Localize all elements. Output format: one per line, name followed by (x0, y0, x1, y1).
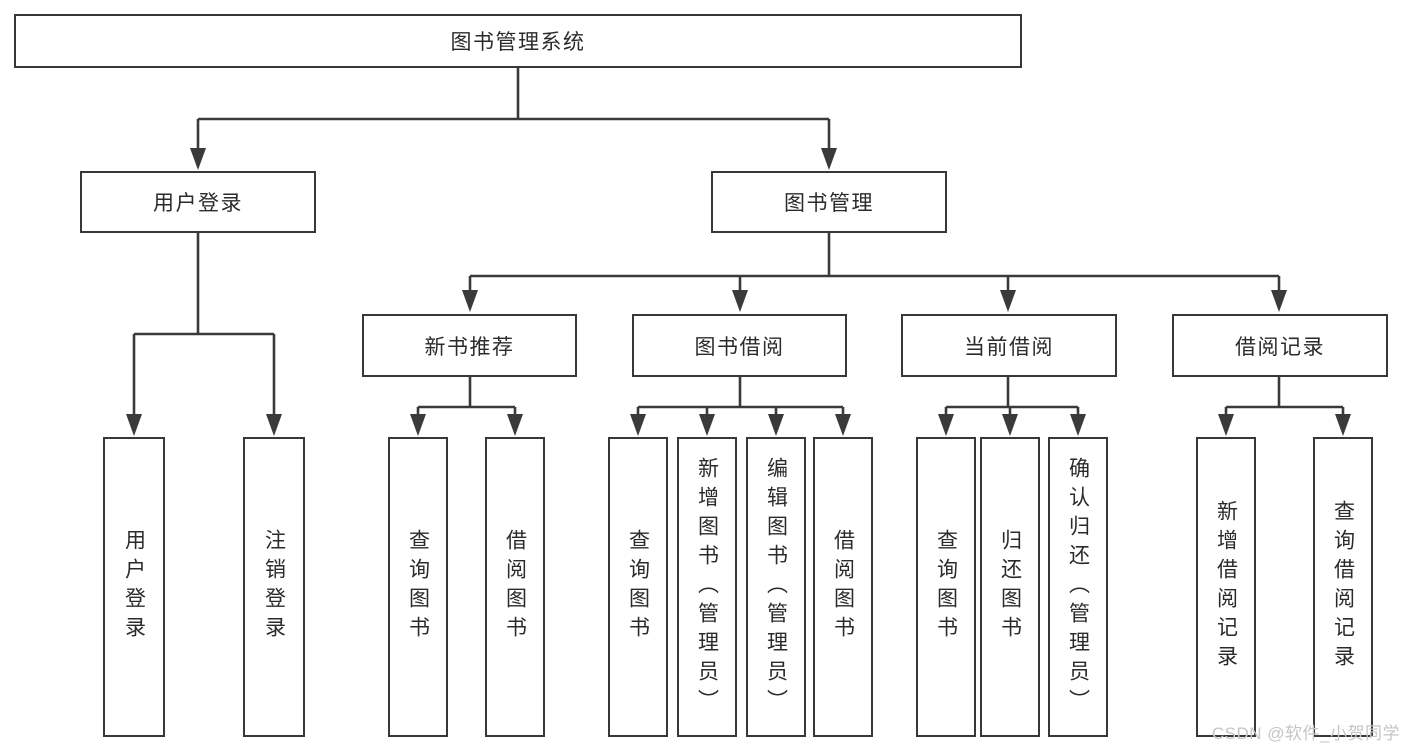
leaf-current-confirm-return-admin-label: 确认归还（管理员） (1066, 456, 1090, 718)
leaf-current-query-book-label: 查询图书 (934, 529, 958, 645)
connector-records-to-leaves (1218, 377, 1351, 436)
leaf-recommend-borrow-book: 借阅图书 (485, 437, 545, 737)
node-book-borrow-label: 图书借阅 (694, 335, 785, 359)
node-root: 图书管理系统 (14, 14, 1022, 68)
leaf-logout-label: 注销登录 (262, 529, 286, 645)
connector-current-to-leaves (938, 377, 1086, 436)
connector-borrow-to-leaves (630, 377, 851, 436)
leaf-records-add-record: 新增借阅记录 (1196, 437, 1256, 737)
leaf-user-login-label: 用户登录 (122, 529, 146, 645)
leaf-recommend-query-book: 查询图书 (388, 437, 448, 737)
node-book-management: 图书管理 (711, 171, 947, 233)
node-root-label: 图书管理系统 (450, 31, 586, 54)
leaf-borrow-add-book-admin: 新增图书（管理员） (677, 437, 737, 737)
leaf-current-return-book-label: 归还图书 (998, 529, 1022, 645)
node-book-management-label: 图书管理 (784, 192, 874, 215)
leaf-borrow-add-book-admin-label: 新增图书（管理员） (695, 456, 719, 718)
leaf-recommend-query-book-label: 查询图书 (406, 529, 430, 645)
csdn-watermark: CSDN @软件_小贺同学 (1211, 724, 1400, 743)
node-user-login-label: 用户登录 (153, 192, 243, 215)
leaf-records-add-record-label: 新增借阅记录 (1214, 500, 1238, 674)
leaf-borrow-borrow-book: 借阅图书 (813, 437, 873, 737)
leaf-recommend-borrow-book-label: 借阅图书 (503, 529, 527, 645)
leaf-borrow-borrow-book-label: 借阅图书 (831, 529, 855, 645)
leaf-current-query-book: 查询图书 (916, 437, 976, 737)
leaf-current-confirm-return-admin: 确认归还（管理员） (1048, 437, 1108, 737)
leaf-borrow-edit-book-admin-label: 编辑图书（管理员） (764, 456, 788, 718)
leaf-borrow-query-book: 查询图书 (608, 437, 668, 737)
node-user-login: 用户登录 (80, 171, 316, 233)
leaf-user-login: 用户登录 (103, 437, 165, 737)
leaf-records-query-record-label: 查询借阅记录 (1331, 500, 1355, 674)
node-current-borrow-label: 当前借阅 (964, 335, 1054, 359)
leaf-borrow-query-book-label: 查询图书 (626, 529, 650, 645)
node-current-borrow: 当前借阅 (901, 314, 1117, 377)
leaf-current-return-book: 归还图书 (980, 437, 1040, 737)
node-borrow-records: 借阅记录 (1172, 314, 1388, 377)
node-book-borrow: 图书借阅 (632, 314, 847, 377)
node-new-book-recommend: 新书推荐 (362, 314, 577, 377)
leaf-records-query-record: 查询借阅记录 (1313, 437, 1373, 737)
node-borrow-records-label: 借阅记录 (1235, 335, 1325, 359)
connector-mgmt-to-level3 (462, 233, 1287, 312)
leaf-borrow-edit-book-admin: 编辑图书（管理员） (746, 437, 806, 737)
connector-login-to-leaves (126, 233, 282, 436)
node-new-book-recommend-label: 新书推荐 (424, 335, 515, 359)
connector-root-to-level2 (190, 68, 837, 170)
leaf-logout: 注销登录 (243, 437, 305, 737)
connector-recommend-to-leaves (410, 377, 523, 436)
